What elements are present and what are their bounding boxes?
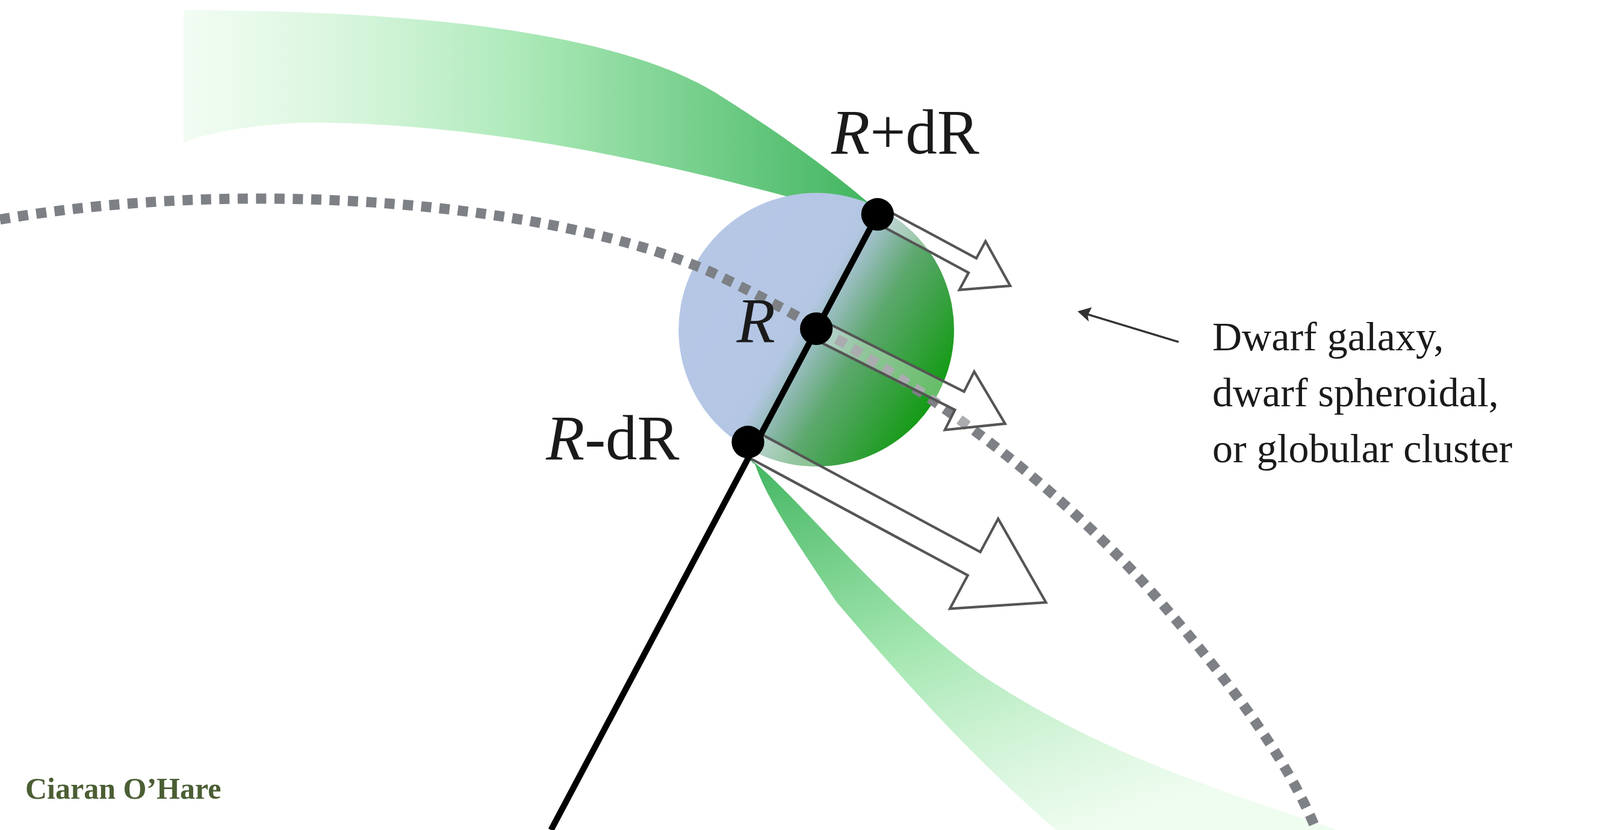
radial-line: [550, 214, 878, 830]
radius-label: R-dR: [545, 406, 680, 470]
force-arrow: [741, 430, 1046, 609]
force-arrow: [873, 207, 1011, 290]
leader-line: [1087, 314, 1179, 342]
radius-label: R: [736, 288, 776, 353]
point-dot: [861, 198, 894, 231]
tidal-force-arrows: [741, 207, 1046, 609]
leader-arrowhead: [1077, 307, 1092, 323]
radius-label: R+dR: [831, 100, 980, 164]
point-dot: [731, 425, 764, 459]
stellar-stream-lower: [742, 454, 1337, 830]
author-watermark: Ciaran O’Hare: [25, 773, 221, 804]
object-note: Dwarf galaxy, dwarf spheroidal, or globu…: [1212, 308, 1517, 477]
point-dot: [800, 312, 833, 345]
orbit-path: [0, 198, 1317, 830]
stellar-stream-upper: [183, 10, 880, 213]
force-arrow: [811, 319, 1005, 430]
